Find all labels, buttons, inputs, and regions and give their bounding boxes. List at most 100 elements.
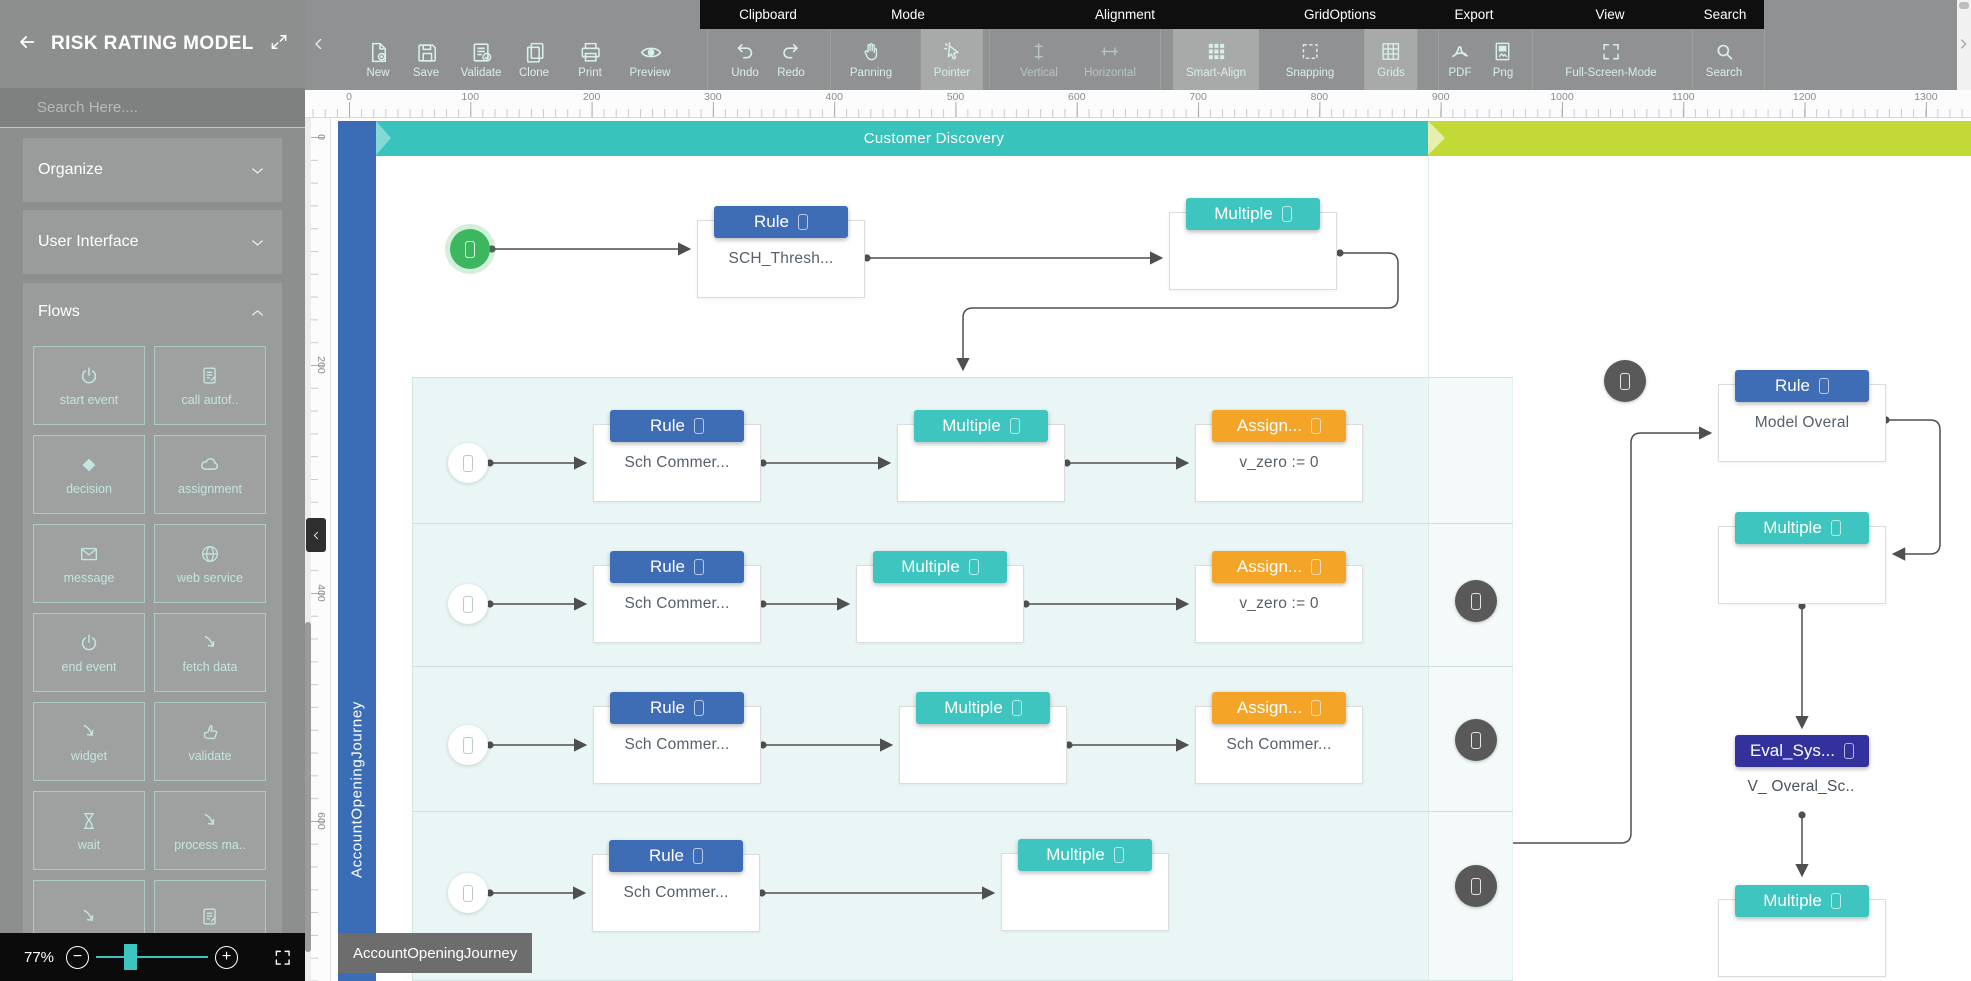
vertical-scrollbar-thumb[interactable] [305, 622, 311, 952]
button-label: Undo [731, 67, 759, 79]
validate-button[interactable]: Validate [448, 29, 515, 90]
snapping-icon [1298, 40, 1321, 63]
flow-tile-validate[interactable]: validate [154, 702, 266, 781]
collapse-canvas-left-tab[interactable] [306, 518, 326, 552]
connector [1882, 416, 1941, 561]
node-handle-icon [1009, 418, 1020, 434]
flow-tile-call-autof[interactable]: call autof.. [154, 346, 266, 425]
node-header[interactable]: Multiple [914, 410, 1048, 442]
node-header[interactable]: Eval_Sys... [1735, 735, 1869, 767]
right-edge-strip [1957, 0, 1971, 90]
node-header[interactable]: Multiple [916, 692, 1050, 724]
phase-band-customer-discovery[interactable] [376, 121, 1428, 156]
new-button[interactable]: New [353, 29, 402, 90]
panning-button[interactable]: Panning [837, 29, 905, 90]
start-node[interactable] [450, 229, 490, 269]
sidebar: RISK RATING MODEL Organize User Interfac… [0, 0, 305, 981]
chevron-down-icon [248, 161, 267, 180]
flow-tile-web-service[interactable]: web service [154, 524, 266, 603]
collapsed-node[interactable] [1455, 580, 1497, 622]
flow-tile-end-event[interactable]: end event [33, 613, 145, 692]
flow-tile-assignment[interactable]: assignment [154, 435, 266, 514]
h-ruler-label: 0 [346, 91, 352, 103]
clone-button[interactable]: Clone [506, 29, 562, 90]
flow-tile-wait[interactable]: wait [33, 791, 145, 870]
collapsed-node[interactable] [1455, 865, 1497, 907]
section-flows-header[interactable]: Flows [23, 283, 282, 341]
pointer-button[interactable]: Pointer [920, 29, 984, 90]
step-node[interactable] [448, 443, 488, 483]
button-label: PDF [1448, 67, 1472, 79]
section-organize-header[interactable]: Organize [23, 138, 282, 202]
h-ruler-label: 900 [1431, 91, 1450, 103]
node-header[interactable]: Multiple [1735, 885, 1869, 917]
node-header[interactable]: Rule [609, 840, 743, 872]
node-header[interactable]: Rule [610, 692, 744, 724]
zoom-slider[interactable] [96, 944, 208, 970]
zoom-slider-handle[interactable] [124, 944, 137, 970]
journey-tooltip: AccountOpeningJourney [338, 933, 533, 973]
h-ruler-label: 300 [704, 91, 722, 103]
node-handle-icon [1011, 700, 1022, 716]
node-header[interactable]: Rule [1735, 370, 1869, 402]
print-button[interactable]: Print [565, 29, 615, 90]
flow-tile-message[interactable]: message [33, 524, 145, 603]
save-button[interactable]: Save [400, 29, 452, 90]
node-header[interactable]: Rule [714, 206, 848, 238]
pdf-button[interactable]: PDF [1436, 29, 1485, 90]
node-handle-icon [1281, 206, 1292, 222]
node-header[interactable]: Assign... [1212, 410, 1346, 442]
undo-button[interactable]: Undo [718, 29, 772, 90]
redo-button[interactable]: Redo [764, 29, 818, 90]
flow-tile-decision[interactable]: decision [33, 435, 145, 514]
collapse-panel-left-icon[interactable] [310, 35, 328, 53]
node-header[interactable]: Multiple [1186, 198, 1320, 230]
node-header[interactable]: Rule [610, 551, 744, 583]
collapsed-node[interactable] [1604, 360, 1646, 402]
zoom-in-button[interactable]: + [215, 945, 238, 969]
flow-tile-widget[interactable]: widget [33, 702, 145, 781]
step-node[interactable] [448, 584, 488, 624]
button-label: Preview [629, 67, 671, 79]
connector [1513, 426, 1713, 844]
expand-icon[interactable] [269, 32, 289, 57]
node-header-label: Multiple [1046, 845, 1105, 864]
horizontal-button[interactable]: Horizontal [1071, 29, 1149, 90]
search-button[interactable]: Search [1693, 29, 1755, 90]
node-header[interactable]: Assign... [1212, 692, 1346, 724]
journey-lane-band[interactable] [338, 121, 376, 981]
flow-tile-start-event[interactable]: start event [33, 346, 145, 425]
node-header[interactable]: Multiple [1018, 839, 1152, 871]
search-input[interactable] [0, 98, 305, 117]
fit-screen-icon[interactable] [272, 947, 293, 968]
h-ruler-label: 1300 [1914, 91, 1938, 103]
png-button[interactable]: Png [1479, 29, 1528, 90]
validate-icon [470, 40, 493, 63]
button-label: Horizontal [1084, 67, 1136, 79]
section-user-interface-header[interactable]: User Interface [23, 210, 282, 274]
grids-button[interactable]: Grids [1364, 29, 1418, 90]
step-node[interactable] [448, 725, 488, 765]
collapse-panel-right-icon[interactable] [1955, 36, 1971, 52]
back-arrow-icon[interactable] [16, 31, 38, 58]
step-node[interactable] [448, 873, 488, 913]
zoom-out-button[interactable]: − [66, 945, 89, 969]
snapping-button[interactable]: Snapping [1273, 29, 1348, 90]
phase-band-next[interactable] [1428, 121, 1971, 156]
button-label: Panning [849, 67, 893, 79]
smart-align-button[interactable]: Smart-Align [1172, 29, 1260, 90]
node-header[interactable]: Multiple [873, 551, 1007, 583]
vertical-button[interactable]: Vertical [1007, 29, 1071, 90]
node-header[interactable]: Assign... [1212, 551, 1346, 583]
collapsed-node[interactable] [1455, 719, 1497, 761]
flow-tile-process-ma[interactable]: process ma.. [154, 791, 266, 870]
scrollbar-nub[interactable] [1959, 2, 1969, 9]
node-header[interactable]: Rule [610, 410, 744, 442]
full-screen-mode-button[interactable]: Full-Screen-Mode [1552, 29, 1669, 90]
node-header[interactable]: Multiple [1735, 512, 1869, 544]
flow-tile-fetch-data[interactable]: fetch data [154, 613, 266, 692]
globe-icon [199, 543, 221, 565]
preview-button[interactable]: Preview [617, 29, 684, 90]
